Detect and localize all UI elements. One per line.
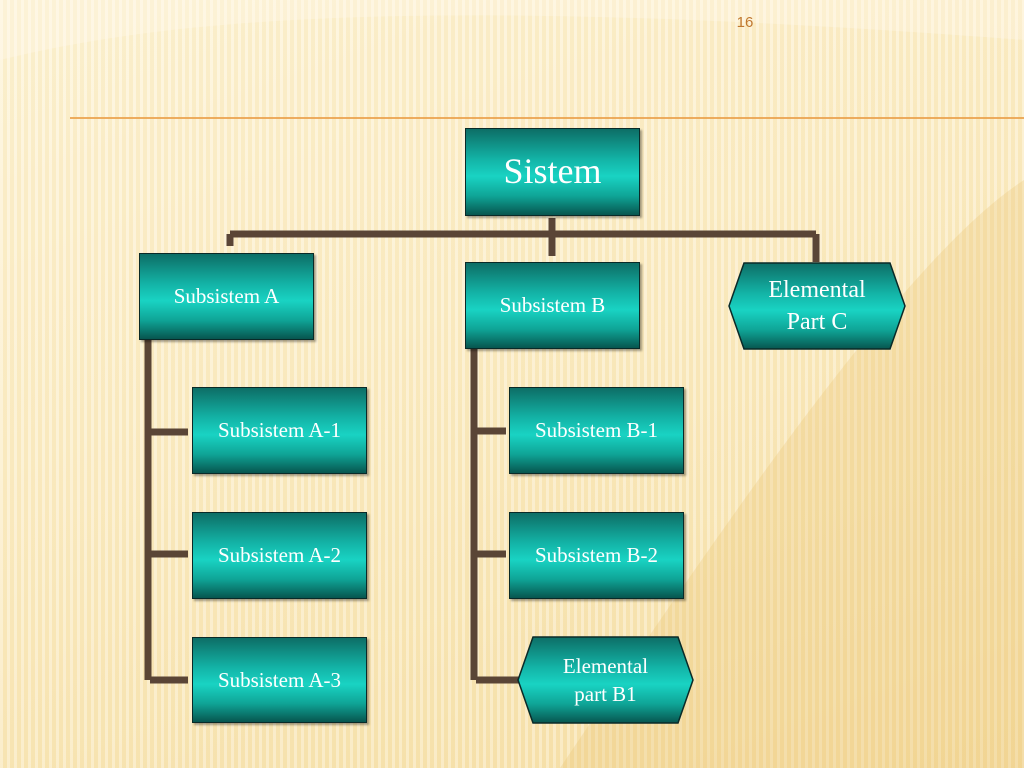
node-subsistem-a1-label: Subsistem A-1 <box>217 418 342 443</box>
node-subsistem-b2: Subsistem B-2 <box>509 512 684 599</box>
node-elemental-part-b1-label: Elemental part B1 <box>562 653 649 706</box>
node-subsistem-b1: Subsistem B-1 <box>509 387 684 474</box>
node-subsistem-a: Subsistem A <box>139 253 314 340</box>
node-subsistem-a1: Subsistem A-1 <box>192 387 367 474</box>
node-subsistem-a3: Subsistem A-3 <box>192 637 367 723</box>
node-subsistem-b: Subsistem B <box>465 262 640 349</box>
node-subsistem-a-label: Subsistem A <box>173 284 280 309</box>
node-elemental-part-c-label: Elemental Part C <box>768 276 866 335</box>
node-subsistem-b-label: Subsistem B <box>499 293 606 318</box>
node-sistem-label: Sistem <box>503 151 602 192</box>
node-subsistem-a3-label: Subsistem A-3 <box>217 667 342 692</box>
node-sistem: Sistem <box>465 128 640 216</box>
header-rule <box>70 117 1024 119</box>
node-elemental-part-b1: Elemental part B1 <box>517 636 694 724</box>
node-elemental-part-c: Elemental Part C <box>728 262 906 350</box>
node-subsistem-a2: Subsistem A-2 <box>192 512 367 599</box>
page-number: 16 <box>736 14 754 31</box>
node-subsistem-b1-label: Subsistem B-1 <box>534 418 659 443</box>
node-subsistem-a2-label: Subsistem A-2 <box>217 543 342 568</box>
node-subsistem-b2-label: Subsistem B-2 <box>534 543 659 568</box>
